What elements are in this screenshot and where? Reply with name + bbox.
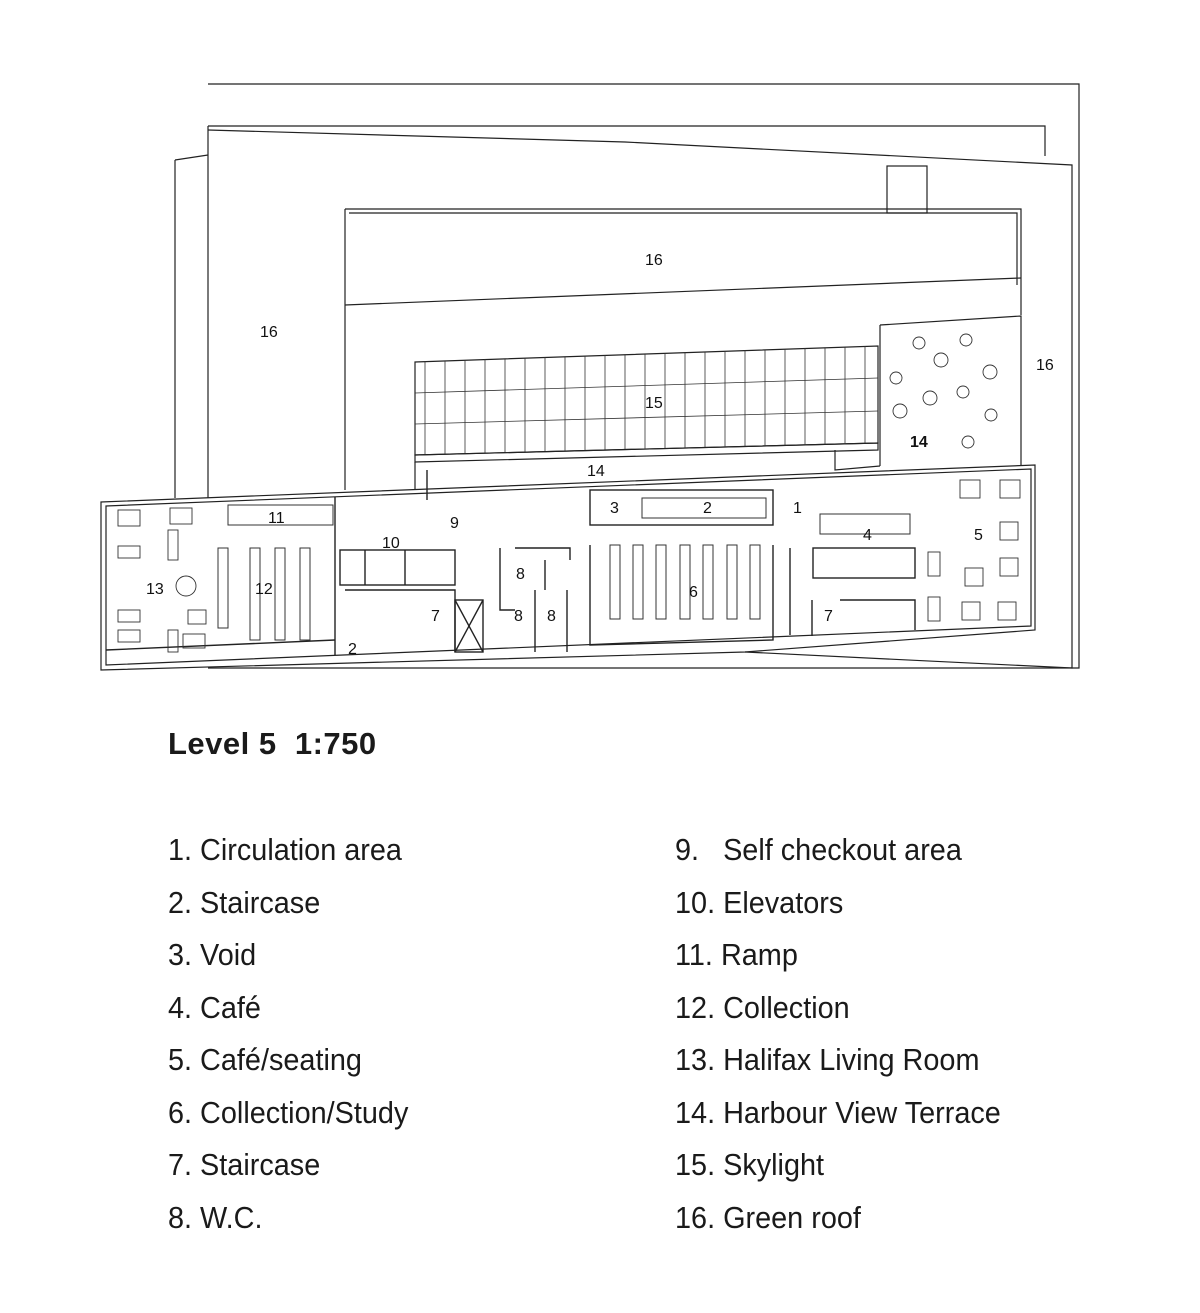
legend-item: 8. W.C. bbox=[168, 1199, 263, 1235]
legend-item: 13. Halifax Living Room bbox=[675, 1042, 980, 1077]
legend-right: 9. Self checkout area 10. Elevators 11. … bbox=[675, 828, 1025, 1248]
label-cafe: 4 bbox=[863, 527, 872, 544]
label-elevators: 10 bbox=[382, 535, 400, 552]
terrace-tables bbox=[889, 333, 998, 449]
label-wc-b: 8 bbox=[514, 608, 523, 625]
legend-item: 11. Ramp bbox=[675, 937, 798, 972]
label-staircase-c: 7 bbox=[431, 608, 440, 625]
legend-item: 4. Café bbox=[168, 989, 261, 1025]
floor-plan: 16 16 16 15 14 14 1 2 2 3 4 5 6 7 7 8 8 … bbox=[100, 83, 1080, 671]
label-ramp: 11 bbox=[268, 510, 285, 527]
label-collection-study: 6 bbox=[689, 584, 698, 601]
label-staircase-d: 7 bbox=[824, 608, 833, 625]
label-circulation: 1 bbox=[793, 500, 802, 517]
legend-item: 1. Circulation area bbox=[168, 832, 402, 867]
roof-outline-inner bbox=[207, 129, 1073, 669]
legend-item: 5. Café/seating bbox=[168, 1042, 362, 1077]
legend-item: 10. Elevators bbox=[675, 884, 844, 920]
roof-outline-mid bbox=[208, 125, 1046, 156]
legend-item: 2. Staircase bbox=[168, 884, 321, 920]
label-wc-a: 8 bbox=[516, 566, 525, 583]
legend-item: 7. Staircase bbox=[168, 1147, 321, 1182]
terrace-center-outline bbox=[414, 450, 881, 490]
label-green-roof-top: 16 bbox=[645, 252, 663, 269]
bookshelves bbox=[217, 497, 911, 641]
terrace-right-outline bbox=[879, 315, 1022, 466]
furniture bbox=[117, 479, 1021, 653]
label-green-roof-left: 16 bbox=[260, 324, 278, 341]
label-green-roof-right: 16 bbox=[1036, 357, 1054, 374]
roof-outline-skew bbox=[174, 126, 209, 498]
roof-structure bbox=[886, 165, 928, 214]
green-roof-court bbox=[344, 208, 1022, 490]
legend-item: 3. Void bbox=[168, 937, 257, 972]
label-staircase-a: 2 bbox=[703, 500, 712, 517]
level5-slab bbox=[100, 464, 1036, 671]
legend-item: 12. Collection bbox=[675, 989, 850, 1025]
legend-left: 1. Circulation area 2. Staircase 3. Void… bbox=[168, 828, 426, 1248]
legend-item: 15. Skylight bbox=[675, 1147, 825, 1182]
label-living-room: 13 bbox=[146, 581, 164, 598]
label-skylight: 15 bbox=[645, 395, 663, 412]
label-wc-c: 8 bbox=[547, 608, 556, 625]
roof-outline-outer bbox=[208, 83, 1080, 669]
legend-item: 6. Collection/Study bbox=[168, 1094, 409, 1130]
level5-slab-inner bbox=[105, 468, 1032, 666]
label-self-checkout: 9 bbox=[450, 515, 459, 532]
label-terrace-right: 14 bbox=[910, 434, 928, 451]
legend-item: 14. Harbour View Terrace bbox=[675, 1094, 1001, 1130]
roof-divider bbox=[344, 277, 1022, 306]
legend-item: 16. Green roof bbox=[675, 1199, 861, 1235]
label-cafe-seating: 5 bbox=[974, 527, 983, 544]
drawing-title: Level 5 1:750 bbox=[168, 726, 377, 761]
label-staircase-b: 2 bbox=[348, 641, 357, 658]
label-terrace-center: 14 bbox=[587, 463, 605, 480]
legend-item: 9. Self checkout area bbox=[675, 832, 962, 867]
label-void: 3 bbox=[610, 500, 619, 517]
label-collection: 12 bbox=[255, 581, 273, 598]
